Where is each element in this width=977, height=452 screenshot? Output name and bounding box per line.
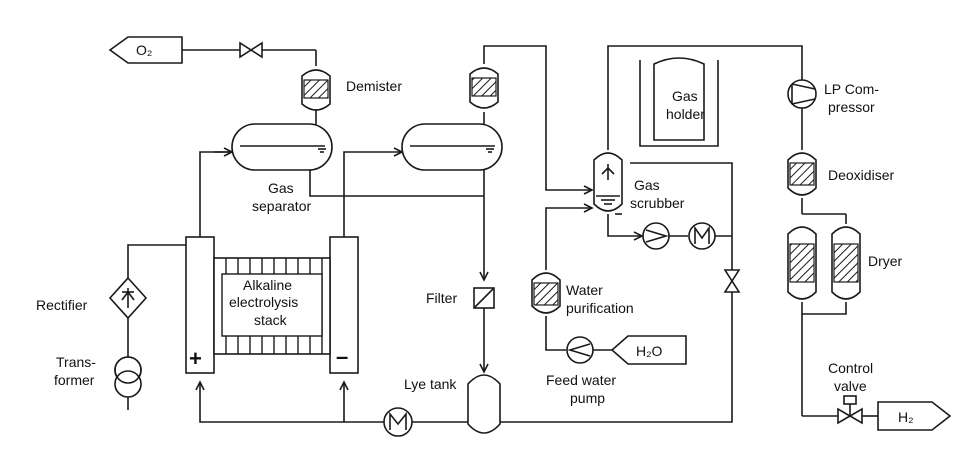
feed-water-pump-icon [566,336,594,364]
demister-1 [301,69,331,111]
lye-tank [467,374,501,434]
gas-separator-2 [401,123,503,171]
scrubber-pump-icon [642,222,670,250]
rectifier-label: Rectifier [36,297,88,313]
rectifier [108,276,148,320]
dryer-2 [831,226,861,300]
filter-label: Filter [426,290,457,306]
gas-holder-label-2: holder [666,106,705,122]
gas-separator-1 [231,123,333,171]
lp-compressor-label-2: pressor [828,99,875,115]
deoxidiser [787,152,817,196]
lye-pump-icon [383,407,413,437]
feed-water-pump-label-1: Feed water [546,372,616,388]
transformer [114,356,142,398]
lp-compressor-icon [787,79,817,109]
deoxidiser-label: Deoxidiser [828,167,894,183]
electrolysis-stack [185,236,359,374]
gas-separator-label-2: separator [252,198,311,214]
plus-terminal: + [189,346,202,371]
transformer-label-1: Trans- [56,354,96,370]
lp-compressor-label-1: LP Com- [824,81,879,97]
scrubber-motor-icon [688,222,716,250]
gas-holder [639,57,719,147]
control-valve-label-1: Control [828,360,873,376]
minus-terminal: – [336,344,348,369]
h2o-label: H₂O [636,343,663,359]
water-purification-label-2: purification [566,300,634,316]
stack-label-3: stack [254,312,288,328]
gas-scrubber [593,152,623,212]
gas-scrubber-label-1: Gas [634,177,660,193]
control-valve-icon [837,395,863,425]
water-purification [531,272,561,314]
o2-outlet: O₂ [108,36,183,64]
h2-outlet: H₂ [877,401,952,431]
stack-label-2: electrolysis [229,294,298,310]
o2-valve-icon [239,41,263,59]
transformer-label-2: former [54,372,95,388]
h2o-inlet: H₂O [610,335,687,365]
gas-scrubber-label-2: scrubber [630,195,685,211]
filter [473,287,495,309]
dryer-1 [787,226,817,300]
gas-holder-label-1: Gas [672,88,698,104]
o2-label: O₂ [136,42,152,58]
dryer-label: Dryer [868,253,903,269]
h2-label: H₂ [898,409,914,425]
water-purification-label-1: Water [566,282,603,298]
feed-water-pump-label-2: pump [570,390,605,406]
lye-tank-label: Lye tank [404,376,457,392]
scrubber-return-valve-icon [723,269,741,293]
demister-2 [469,67,499,109]
stack-label-1: Alkaline [243,277,292,293]
control-valve-label-2: valve [834,378,867,394]
gas-separator-label-1: Gas [268,180,294,196]
demister-label: Demister [346,78,402,94]
